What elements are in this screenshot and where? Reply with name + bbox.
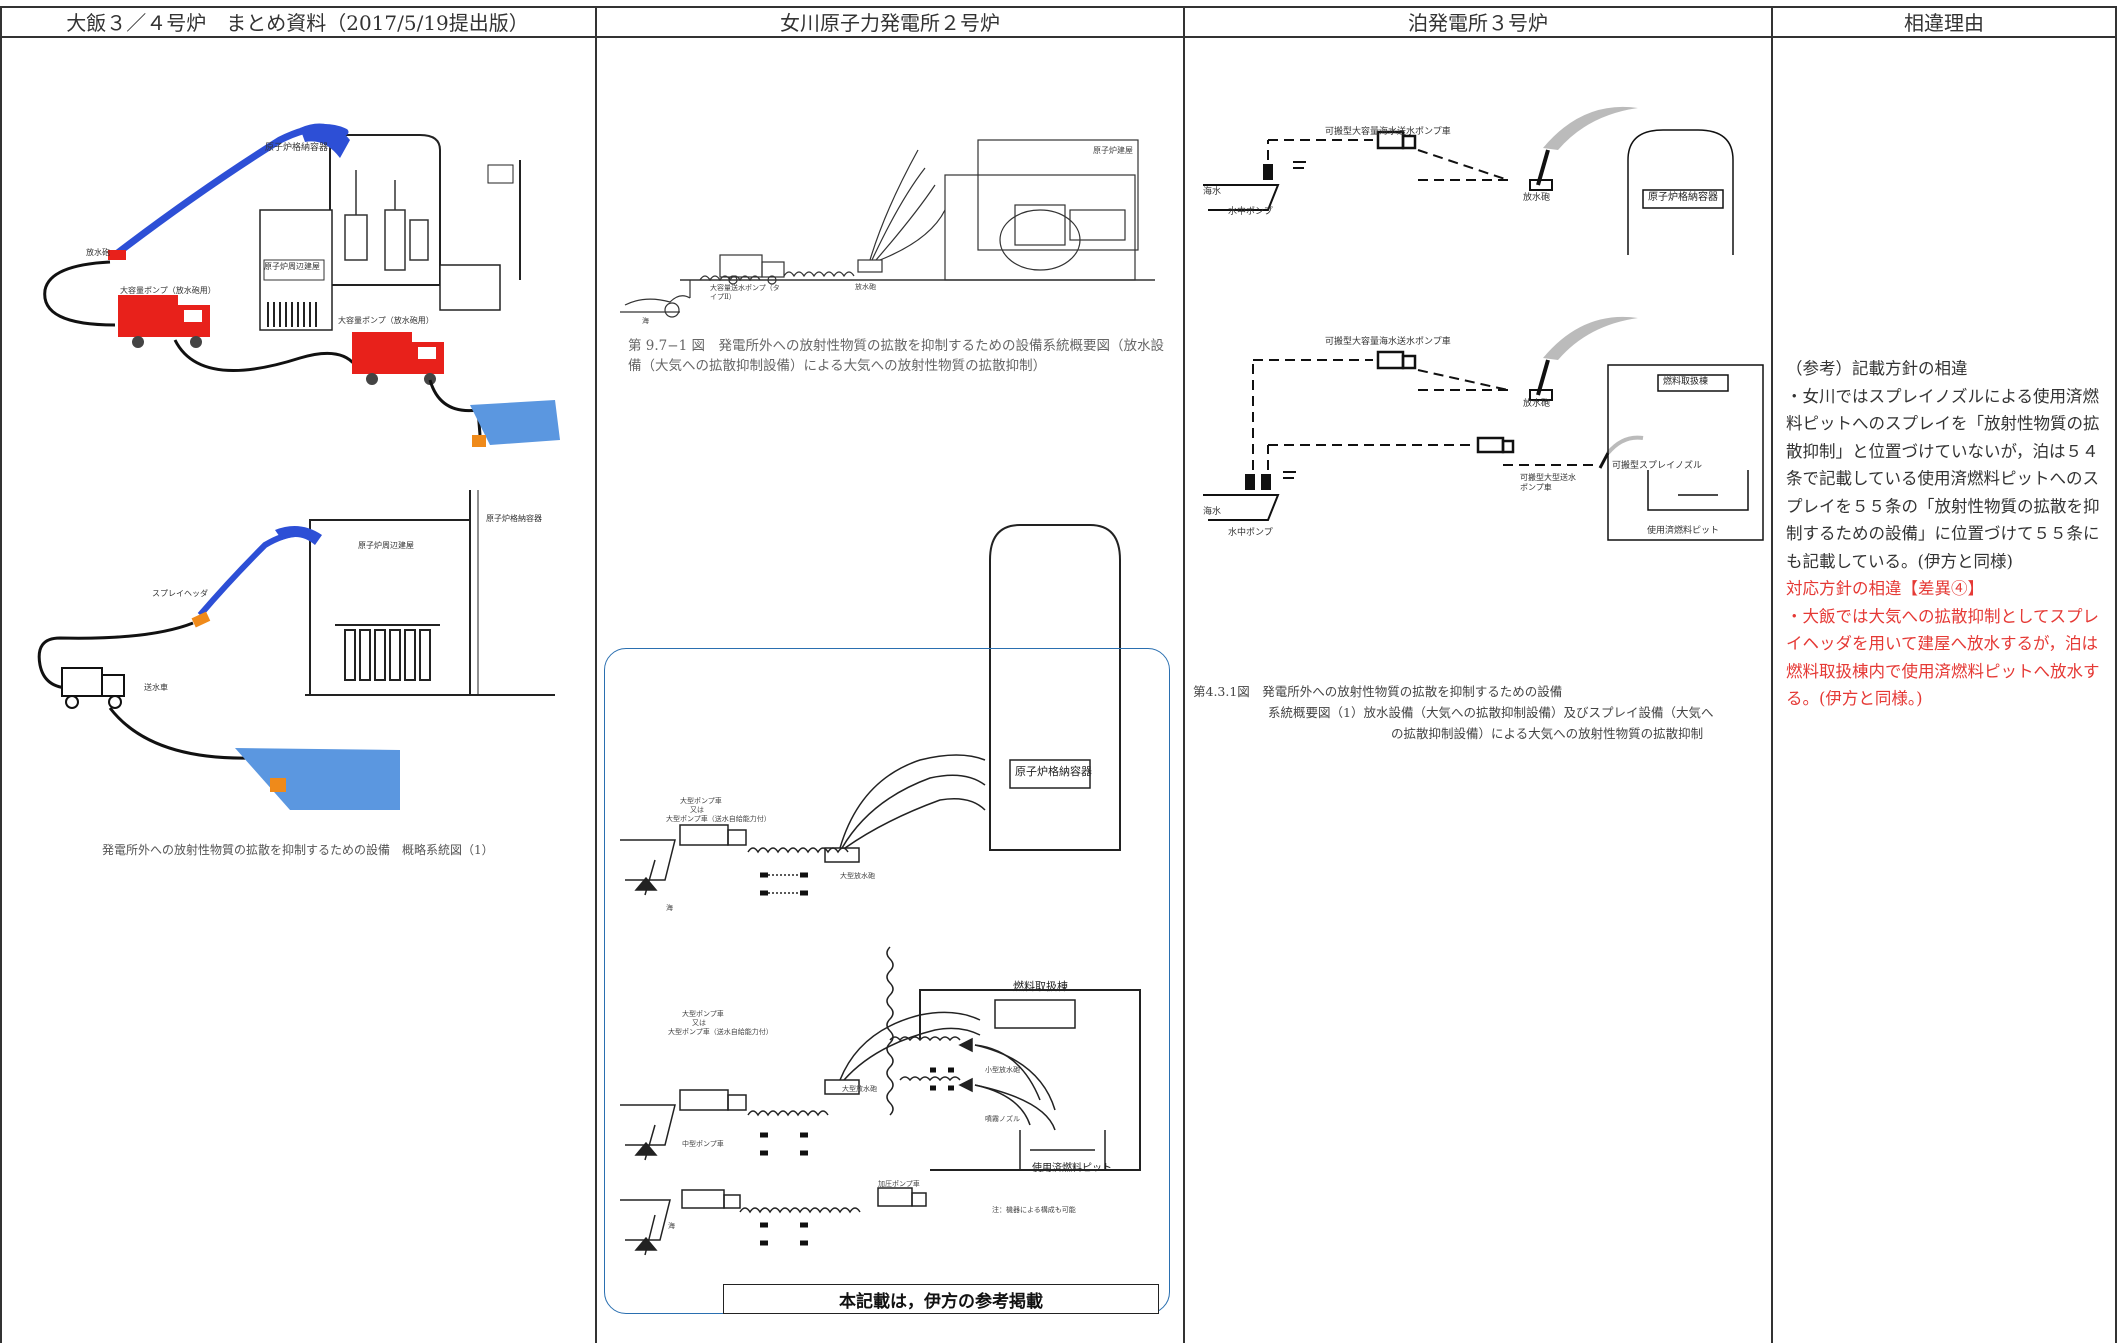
tomari-diagrams bbox=[1203, 106, 1764, 541]
column-divider-2 bbox=[1183, 6, 1185, 1343]
hose-loop-2 bbox=[37, 621, 194, 690]
tomari-label-small-pump: 可搬型大型送水ポンプ車 bbox=[1520, 473, 1576, 492]
label-sea-3: 海 bbox=[668, 1222, 675, 1230]
header-ohi: 大飯３／４号炉 まとめ資料（2017/5/19提出版） bbox=[66, 10, 529, 35]
header-onagawa: 女川原子力発電所２号炉 bbox=[780, 10, 1000, 35]
header-divider bbox=[0, 36, 2117, 38]
tomari-label-fuel-building: 燃料取扱棟 bbox=[1663, 377, 1709, 387]
label-booster-pump: 加圧ポンプ車 bbox=[878, 1180, 920, 1188]
label-or-1: 又は bbox=[690, 806, 704, 814]
tomari-caption-line1: 第4.3.1図 発電所外への放射性物質の拡散を抑制するための設備 bbox=[1193, 684, 1563, 699]
pump-truck-1 bbox=[118, 295, 210, 348]
column-divider-4 bbox=[2115, 6, 2117, 1343]
label-spray-header: スプレイヘッダ bbox=[152, 589, 208, 598]
reference-note: 本記載は，伊方の参考掲載 bbox=[723, 1284, 1159, 1314]
label-large-pump-alt-3: 大型ポンプ車（送水自給能力付） bbox=[668, 1028, 773, 1036]
onagawa-fig2 bbox=[620, 524, 1121, 896]
label-water-truck: 送水車 bbox=[144, 683, 168, 692]
label-reactor-building: 原子炉建屋 bbox=[1093, 146, 1133, 155]
label-containment-1: 原子炉格納容器 bbox=[265, 143, 329, 153]
ohi-caption: 発電所外への放射性物質の拡散を抑制するための設備 概略系統図（1） bbox=[102, 843, 494, 857]
spray-fan bbox=[300, 123, 350, 158]
reason-p2: ・女川ではスプレイノズルによる使用済燃料ピットへのスプレイを「放射性物質の拡散抑… bbox=[1786, 386, 2100, 571]
tomari-label-seawater-1: 海水 bbox=[1203, 187, 1222, 197]
ohi-fig1 bbox=[43, 123, 560, 447]
tomari-label-pump-2: 可搬型大容量海水送水ポンプ車 bbox=[1325, 337, 1451, 347]
reactor-internals bbox=[344, 170, 429, 271]
containment-dome bbox=[989, 524, 1121, 851]
tomari-label-cannon-2: 放水砲 bbox=[1523, 399, 1551, 409]
label-small-cannon: 小型放水砲 bbox=[985, 1066, 1020, 1074]
label-sea-2: 海 bbox=[666, 904, 673, 912]
label-cannon-onagawa: 放水砲 bbox=[855, 283, 876, 291]
pump-head-2 bbox=[270, 778, 286, 792]
tomari-caption-line3: の拡散抑制設備）による大気への放射性物質の拡散抑制 bbox=[1391, 726, 1704, 741]
tomari-label-submersible-1: 水中ポンプ bbox=[1228, 207, 1273, 217]
label-large-cannon: 大型放水砲 bbox=[840, 872, 875, 880]
onagawa-caption: 第 9.7−1 図 発電所外への放射性物質の拡散を抑制するための設備系統概要図（… bbox=[628, 338, 1164, 374]
tomari-label-containment: 原子炉格納容器 bbox=[1648, 192, 1718, 203]
hose-4 bbox=[108, 707, 280, 781]
stack-top bbox=[487, 164, 514, 184]
tomari-label-spray-nozzle: 可搬型スプレイノズル bbox=[1612, 461, 1703, 471]
reason-p4: ・大飯では大気への拡散抑制としてスプレイヘッダを用いて建屋へ放水するが，泊は燃料… bbox=[1786, 606, 2100, 709]
aux-label-box bbox=[263, 259, 325, 281]
label-or-3: 又は bbox=[692, 1019, 706, 1027]
label-large-pump: 大型ポンプ車 bbox=[680, 797, 722, 805]
reason-p3: 対応方針の相違【差異④】 bbox=[1786, 579, 1984, 598]
label-cannon-1: 放水砲 bbox=[86, 248, 110, 257]
tomari-caption-line2: 系統概要図（1）放水設備（大気への拡散抑制設備）及びスプレイ設備（大気へ bbox=[1268, 705, 1714, 720]
tomari-label-pump-1: 可搬型大容量海水送水ポンプ車 bbox=[1325, 127, 1451, 137]
label-fuel-pit-onagawa: 使用済燃料ピット bbox=[1032, 1163, 1112, 1174]
column-divider-3 bbox=[1771, 6, 1773, 1343]
reason-text: （参考）記載方針の相違 ・女川ではスプレイノズルによる使用済燃料ピットへのスプレ… bbox=[1786, 355, 2108, 713]
label-aux-2: 原子炉周辺建屋 bbox=[358, 541, 414, 550]
label-containment-2: 原子炉格納容器 bbox=[486, 514, 542, 523]
tomari-label-seawater-2: 海水 bbox=[1203, 507, 1222, 517]
spray-fan-2 bbox=[275, 526, 322, 545]
tomari-label-submersible-2: 水中ポンプ bbox=[1228, 528, 1273, 538]
water-truck bbox=[61, 667, 125, 709]
pump-head-1 bbox=[472, 435, 486, 447]
label-pump-b: 大容量ポンプ（放水砲用） bbox=[338, 316, 434, 325]
label-note: 注：機器による構成も可能 bbox=[992, 1206, 1076, 1214]
comparison-table bbox=[0, 6, 2117, 1343]
label-medium-pump: 中型ポンプ車 bbox=[682, 1140, 724, 1148]
water-cannon bbox=[108, 250, 126, 260]
tomari-label-fuel-pit: 使用済燃料ピット bbox=[1647, 526, 1720, 536]
ohi-diagram bbox=[37, 123, 560, 810]
label-aux-1: 原子炉周辺建屋 bbox=[264, 262, 320, 271]
label-large-pump-3: 大型ポンプ車 bbox=[682, 1010, 724, 1018]
label-nozzle: 噴霧ノズル bbox=[985, 1115, 1020, 1123]
ohi-fig2 bbox=[37, 490, 555, 810]
fuel-pit-building bbox=[439, 264, 501, 311]
label-large-cannon-3: 大型放水砲 bbox=[842, 1085, 877, 1093]
label-pump-type2: 大容量送水ポンプ（タイプⅡ） bbox=[710, 284, 780, 301]
header-reason: 相違理由 bbox=[1904, 10, 1984, 35]
hose-2 bbox=[173, 339, 357, 372]
water-body-1 bbox=[470, 400, 560, 445]
label-pump-a: 大容量ポンプ（放水砲用） bbox=[120, 286, 216, 295]
spray-stream bbox=[197, 530, 311, 617]
label-sea-1: 海 bbox=[642, 317, 649, 325]
onagawa-diagrams bbox=[620, 139, 1155, 1256]
reason-p1: （参考）記載方針の相違 bbox=[1786, 359, 1968, 378]
onagawa-fig3 bbox=[620, 946, 1141, 1256]
label-fuel-building: 燃料取扱棟 bbox=[1013, 980, 1068, 993]
pump-truck-2 bbox=[352, 332, 444, 385]
label-containment-onagawa: 原子炉格納容器 bbox=[1015, 765, 1092, 778]
reference-frame bbox=[604, 648, 1170, 1314]
onagawa-fig1 bbox=[620, 139, 1155, 318]
aux-vents bbox=[267, 302, 317, 327]
header-tomari: 泊発電所３号炉 bbox=[1408, 10, 1548, 35]
hose-loop bbox=[43, 260, 116, 327]
column-divider-1 bbox=[595, 6, 597, 1343]
vent-grille bbox=[344, 629, 431, 681]
label-large-pump-alt: 大型ポンプ車（送水自給能力付） bbox=[666, 815, 771, 823]
spray-header bbox=[191, 611, 211, 628]
tomari-label-cannon-1: 放水砲 bbox=[1523, 193, 1551, 203]
tomari-fig2 bbox=[1203, 316, 1764, 541]
tomari-fig1 bbox=[1203, 106, 1734, 255]
water-body-2 bbox=[235, 748, 400, 810]
